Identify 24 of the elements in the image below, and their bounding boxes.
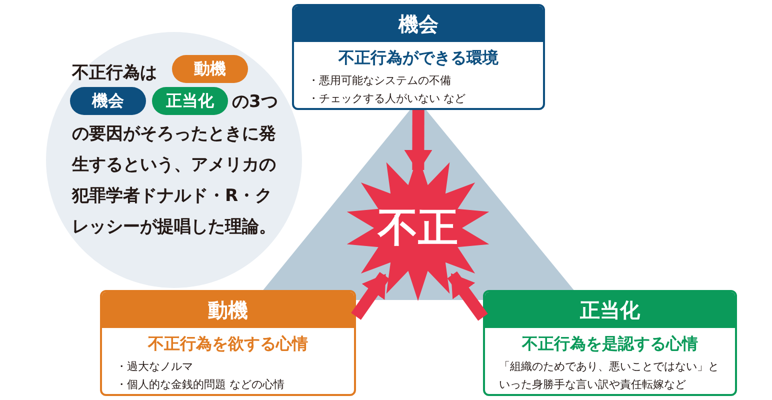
arrow	[404, 110, 432, 172]
factor-pill: 正当化	[152, 87, 228, 115]
arrow	[351, 272, 390, 320]
card-text: ・過大なノルマ	[116, 359, 194, 375]
factor-card	[100, 290, 356, 396]
card-text: ・チェックする人がいない など	[308, 91, 466, 107]
card-text: ・悪用可能なシステムの不備	[308, 73, 452, 89]
card-header: 動機	[102, 292, 354, 328]
card-header: 正当化	[485, 292, 735, 328]
arrow	[447, 271, 488, 321]
card-text: 「組織のためであり、悪いことではない」といった身勝手な言い訳や責任転嫁など	[499, 359, 720, 393]
starburst-label: 不正	[376, 204, 459, 252]
explanation-text: 不正行為は	[72, 62, 157, 85]
card-subtitle: 不正行為を是認する心情	[520, 333, 699, 355]
factor-card	[483, 290, 737, 396]
factor-pill: 機会	[70, 87, 146, 115]
factor-pill: 動機	[172, 55, 248, 83]
factor-card	[292, 4, 545, 110]
card-subtitle: 不正行為を欲する心情	[146, 333, 309, 355]
explanation-text: の3つ	[232, 91, 278, 114]
explanation-text: の要因がそろったときに発生するという、アメリカの犯罪学者ドナルド・R・クレッシーが提唱した理論。	[72, 123, 277, 239]
card-subtitle: 不正行為ができる環境	[337, 47, 500, 69]
card-text: ・個人的な金銭的問題 などの心情	[116, 377, 286, 393]
card-header: 機会	[294, 6, 543, 42]
